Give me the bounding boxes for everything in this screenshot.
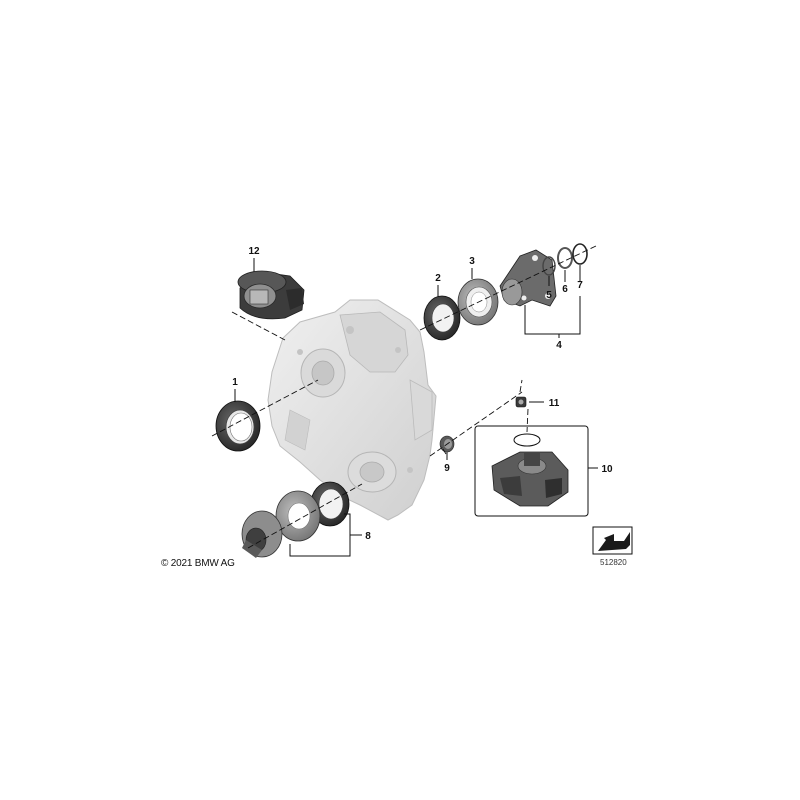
callout-11: 11 [549,398,560,409]
callout-8: 8 [365,531,371,542]
callout-9: 9 [444,463,450,474]
callout-1: 1 [232,377,238,388]
callout-4: 4 [556,340,562,351]
part-2-shaft-seal [423,295,461,341]
part-12-actuator-sleeve [237,270,305,320]
part-8-flange [241,510,283,558]
part-8-shim [275,490,321,542]
part-10-actuator-box [474,425,589,517]
transfer-case-housing [267,299,437,521]
part-1-shaft-seal [215,400,261,452]
assembly-lines [211,244,599,549]
callout-12: 12 [248,246,260,257]
arrow-orientation-icon [592,526,633,555]
callout-3: 3 [469,256,475,267]
copyright-notice: © 2021 BMW AG [161,558,235,569]
callout-6: 6 [562,284,568,295]
part-6-ring [557,247,573,269]
part-7-ring [572,243,588,265]
part-11-nut [515,396,527,408]
callout-10: 10 [601,464,613,475]
leader-lines [234,258,598,557]
callout-5: 5 [546,290,552,301]
diagram-number: 512820 [600,558,627,567]
callout-7: 7 [577,280,583,291]
callout-2: 2 [435,273,441,284]
